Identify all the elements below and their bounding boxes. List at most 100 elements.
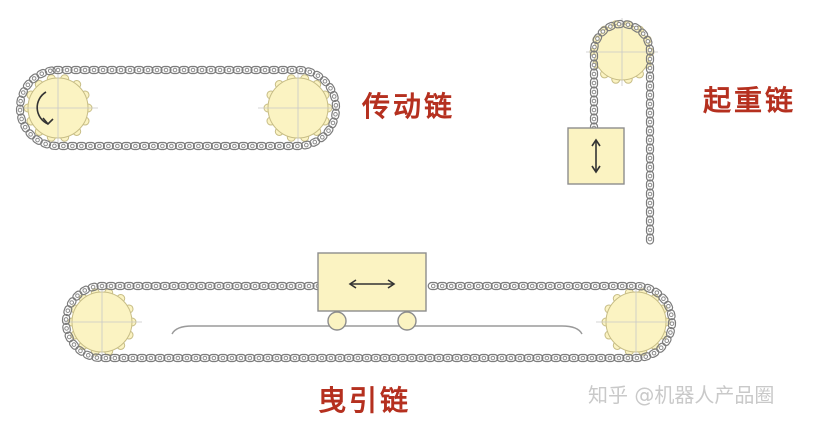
chain-link (316, 353, 328, 363)
chain-link (235, 353, 247, 363)
chain-pin (252, 283, 258, 289)
chain-link (334, 353, 346, 363)
chain-link (156, 141, 168, 151)
chain-pin (625, 355, 631, 361)
chain-pin (247, 355, 253, 361)
chain-link (231, 281, 243, 291)
chain-link (463, 281, 475, 291)
chain-pin (562, 355, 568, 361)
chain-pin (481, 355, 487, 361)
chain-pin (145, 67, 151, 73)
cart-wheel-left (327, 311, 347, 331)
chain-pin (19, 116, 24, 122)
chain-pin (47, 68, 53, 74)
chain-pin (328, 86, 333, 91)
chain-pin (163, 67, 169, 73)
chain-pin (529, 283, 535, 289)
chain-link (154, 353, 166, 363)
chain-pin (333, 111, 338, 117)
chain-link (645, 62, 655, 74)
chain-link (133, 65, 145, 75)
chain-link (490, 281, 502, 291)
chain-link (255, 141, 267, 151)
watermark-text: 知乎 @机器人产品圈 (588, 383, 774, 407)
chain-pin (270, 283, 276, 289)
chain-pin (668, 312, 674, 318)
chain-link (589, 59, 599, 71)
chain-pin (184, 355, 190, 361)
chain-link (213, 281, 225, 291)
chain-pin (637, 283, 643, 289)
chain-pin (645, 39, 651, 44)
chain-link (172, 353, 184, 363)
chain-pin (244, 67, 250, 73)
chain-link (645, 53, 655, 65)
chain-pin (337, 355, 343, 361)
chain-pin (18, 98, 23, 104)
chain-pin (121, 355, 127, 361)
chain-link (75, 141, 88, 151)
chain-pin (31, 76, 37, 81)
chain-pin (647, 227, 653, 233)
chain-link (424, 353, 436, 363)
chain-link (663, 300, 674, 312)
chain-link (640, 352, 652, 362)
chain-link (109, 353, 121, 363)
chain-pin (484, 283, 490, 289)
chain-pin (591, 116, 597, 122)
chain-link (544, 281, 556, 291)
chain-pin (651, 350, 657, 356)
chain-link (15, 104, 25, 116)
chain-link (106, 65, 118, 75)
chain-pin (304, 142, 309, 148)
chain-pin (90, 284, 96, 290)
chain-link (142, 65, 154, 75)
transmission-driven-sprocket (258, 70, 338, 146)
chain-pin (265, 355, 271, 361)
chain-link (97, 65, 109, 75)
chain-pin (312, 139, 318, 145)
chain-pin (466, 283, 472, 289)
chain-pin (226, 67, 232, 73)
chain-pin (607, 355, 613, 361)
chain-pin (229, 355, 235, 361)
chain-pin (169, 143, 174, 149)
chain-pin (400, 355, 406, 361)
chain-pin (97, 143, 102, 149)
chain-pin (225, 283, 231, 289)
chain-pin (166, 355, 172, 361)
chain-link (645, 161, 655, 173)
chain-link (645, 206, 655, 218)
chain-pin (103, 355, 109, 361)
chain-pin (547, 283, 553, 289)
chain-link (20, 121, 31, 133)
chain-link (478, 353, 490, 363)
chain-pin (151, 143, 156, 149)
chain-pin (124, 143, 129, 149)
chain-pin (85, 352, 91, 358)
chain-pin (592, 283, 598, 289)
chain-link (129, 141, 141, 151)
chain-link (249, 281, 261, 291)
chain-link (562, 281, 574, 291)
traction-chain-top-left (61, 281, 677, 363)
chain-pin (430, 283, 436, 289)
chain-pin (571, 355, 577, 361)
chain-link (625, 281, 637, 291)
chain-pin (214, 143, 219, 149)
chain-pin (202, 355, 208, 361)
chain-pin (591, 80, 597, 86)
chain-pin (517, 355, 523, 361)
chain-pin (556, 283, 562, 289)
chain-link (645, 179, 655, 191)
chain-pin (180, 283, 186, 289)
chain-link (589, 104, 599, 116)
chain-link (294, 281, 306, 291)
chain-link (66, 141, 79, 151)
chain-pin (157, 355, 163, 361)
chain-pin (647, 173, 653, 179)
chain-link (93, 141, 106, 151)
chain-link (303, 281, 315, 291)
chain-pin (289, 67, 295, 73)
chain-pin (538, 283, 544, 289)
